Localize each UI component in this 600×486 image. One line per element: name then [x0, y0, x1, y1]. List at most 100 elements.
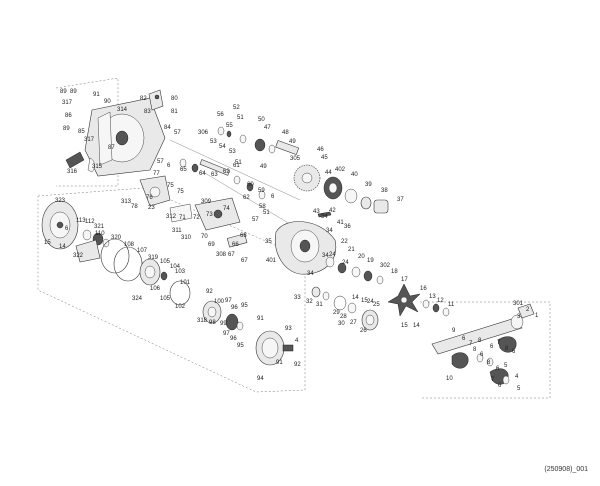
- part-label: 321: [94, 224, 105, 230]
- part-label: 86: [65, 113, 72, 119]
- part-label: 306: [198, 130, 209, 136]
- part-label: 67: [241, 258, 248, 264]
- part-label: 319: [148, 255, 159, 261]
- part-label: 7: [497, 340, 501, 346]
- spool-side-plate-323: [41, 200, 79, 250]
- part-label: 94: [257, 376, 264, 382]
- part-label: 62: [243, 195, 250, 201]
- part-label: 34: [321, 214, 328, 220]
- part-label: 105: [160, 259, 171, 265]
- part-label: 2: [526, 307, 530, 313]
- part-label: 305: [290, 156, 301, 162]
- spool-93: [255, 330, 294, 366]
- part-label: 31: [316, 302, 323, 308]
- part-label: 77: [153, 171, 160, 177]
- part-label: 14: [413, 323, 420, 329]
- part-label: 104: [170, 264, 181, 270]
- part-label: 75: [167, 183, 174, 189]
- part-label: 310: [181, 235, 192, 241]
- part-label: 70: [201, 234, 208, 240]
- part-label: 24: [342, 260, 349, 266]
- part-label: 6: [167, 163, 171, 169]
- axis-washers: [179, 126, 300, 200]
- part-label: 43: [313, 209, 320, 215]
- part-label: 101: [180, 280, 191, 286]
- bolt-41: [317, 211, 332, 218]
- part-label: 14: [352, 295, 359, 301]
- part-label: 20: [358, 254, 365, 260]
- part-label: 90: [104, 99, 111, 105]
- part-label: 95: [241, 303, 248, 309]
- part-label: 17: [401, 277, 408, 283]
- part-label: 89: [60, 89, 67, 95]
- part-label: 60: [247, 182, 254, 188]
- part-label: 40: [351, 172, 358, 178]
- part-label: 71: [179, 215, 186, 221]
- part-label: 97: [223, 331, 230, 337]
- part-label: 57: [157, 159, 164, 165]
- part-label: 6: [496, 366, 500, 372]
- part-label: 89: [70, 89, 77, 95]
- handle-group-outline: [420, 301, 551, 399]
- part-label: 53: [210, 139, 217, 145]
- part-label: 313: [121, 199, 132, 205]
- part-label: 57: [252, 217, 259, 223]
- part-label: 84: [164, 125, 171, 131]
- part-label: 68: [240, 233, 247, 239]
- side-plate-314: [84, 97, 166, 177]
- part-label: 6: [480, 352, 484, 358]
- part-label: 91: [257, 316, 264, 322]
- part-label: 3: [517, 314, 521, 320]
- part-label: 8: [473, 347, 477, 353]
- part-label: 6: [65, 226, 69, 232]
- part-label: 49: [289, 139, 296, 145]
- part-label: 38: [381, 188, 388, 194]
- part-label: 74: [223, 206, 230, 212]
- part-label: 29: [333, 310, 340, 316]
- part-label: 51: [263, 210, 270, 216]
- part-label: 105: [160, 296, 171, 302]
- part-label: 108: [124, 242, 135, 248]
- part-label: 47: [264, 125, 271, 131]
- part-label: 14: [59, 244, 66, 250]
- part-label: 316: [67, 169, 78, 175]
- part-label: 15: [401, 323, 408, 329]
- part-label: 51: [235, 160, 242, 166]
- part-label: 4: [295, 338, 299, 344]
- part-label: 44: [325, 170, 332, 176]
- part-label: 80: [171, 96, 178, 102]
- part-label: 6: [271, 194, 275, 200]
- part-label: 11: [448, 302, 455, 308]
- part-label: 57: [174, 130, 181, 136]
- part-label: 64: [199, 171, 206, 177]
- part-label: 75: [177, 189, 184, 195]
- cap-part-316: [65, 151, 95, 173]
- part-label: 92: [206, 289, 213, 295]
- gear-washers-right: [311, 256, 384, 314]
- part-label: 91: [93, 92, 100, 98]
- part-label: 113: [76, 218, 86, 224]
- part-label: 323: [55, 198, 66, 204]
- part-label: 13: [429, 294, 436, 300]
- part-label: 25: [373, 302, 380, 308]
- part-label: 318: [197, 318, 208, 324]
- part-label: 15: [361, 298, 368, 304]
- part-label: 67: [228, 252, 235, 258]
- part-label: 61: [233, 163, 240, 169]
- part-label: 314: [117, 107, 128, 113]
- part-label: 34: [322, 253, 329, 259]
- part-label: 402: [335, 167, 346, 173]
- part-label: 92: [294, 362, 301, 368]
- part-label: 49: [260, 164, 267, 170]
- part-label: 317: [62, 100, 73, 106]
- part-label: 30: [338, 321, 345, 327]
- part-label: 301: [513, 301, 524, 307]
- part-label: 34: [326, 228, 333, 234]
- part-label: 99: [220, 321, 227, 327]
- part-label: 16: [420, 286, 427, 292]
- part-label: 37: [397, 197, 404, 203]
- part-label: 22: [341, 239, 348, 245]
- handle-nut-stack: [422, 299, 450, 317]
- part-label: 97: [225, 298, 232, 304]
- part-label: 96: [231, 305, 238, 311]
